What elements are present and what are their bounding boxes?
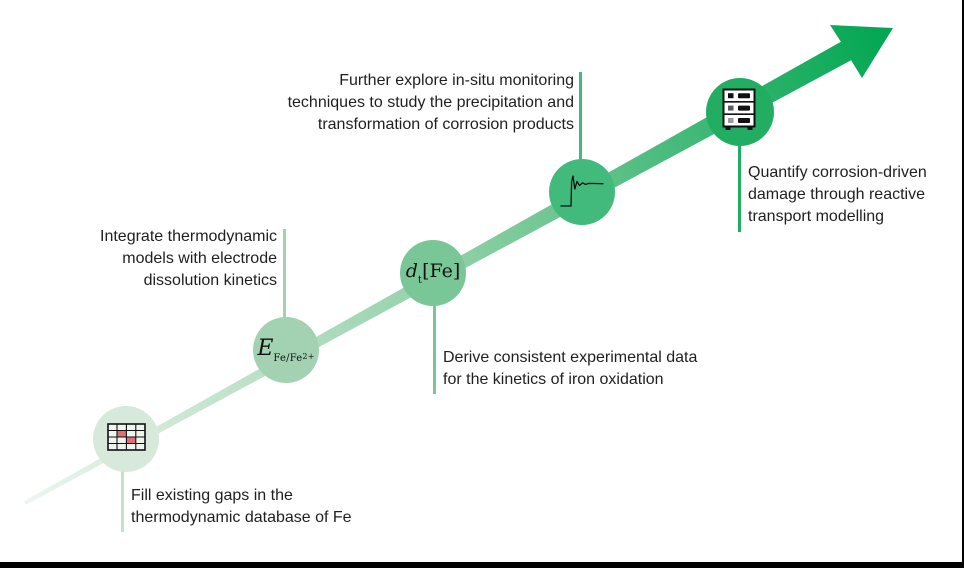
table-grid-icon [106, 422, 146, 456]
milestone-circle-in-situ-monitoring [549, 159, 615, 225]
milestone-label-in-situ-monitoring: Further explore in-situ monitoring techn… [287, 72, 574, 133]
connector-line [433, 305, 436, 394]
milestone-circle-thermodynamic-database [93, 406, 159, 472]
transient-signal-icon [558, 169, 606, 216]
connector-line [738, 145, 741, 232]
milestone-label-electrode-potential: Integrate thermodynamic models with elec… [100, 228, 277, 289]
electrode-potential-formula: EFe/Fe2+ [257, 336, 315, 364]
server-stack-icon [722, 88, 758, 137]
iron-dissolution-rate-formula: dt[Fe] [405, 260, 461, 286]
window-edge-right [962, 0, 964, 568]
connector-line [579, 72, 582, 160]
milestone-label-reactive-transport: Quantify corrosion-driven damage through… [748, 164, 927, 225]
connector-line [283, 229, 286, 318]
connector-line [121, 470, 124, 532]
milestone-circle-iron-oxidation-kinetics: dt[Fe] [400, 240, 466, 306]
milestone-circle-electrode-potential: EFe/Fe2+ [253, 317, 319, 383]
milestone-circle-reactive-transport [706, 78, 774, 146]
milestone-label-iron-oxidation-kinetics: Derive consistent experimental data for … [443, 349, 698, 388]
window-edge-bottom [0, 562, 964, 568]
milestone-label-thermodynamic-database: Fill existing gaps in the thermodynamic … [131, 487, 352, 526]
